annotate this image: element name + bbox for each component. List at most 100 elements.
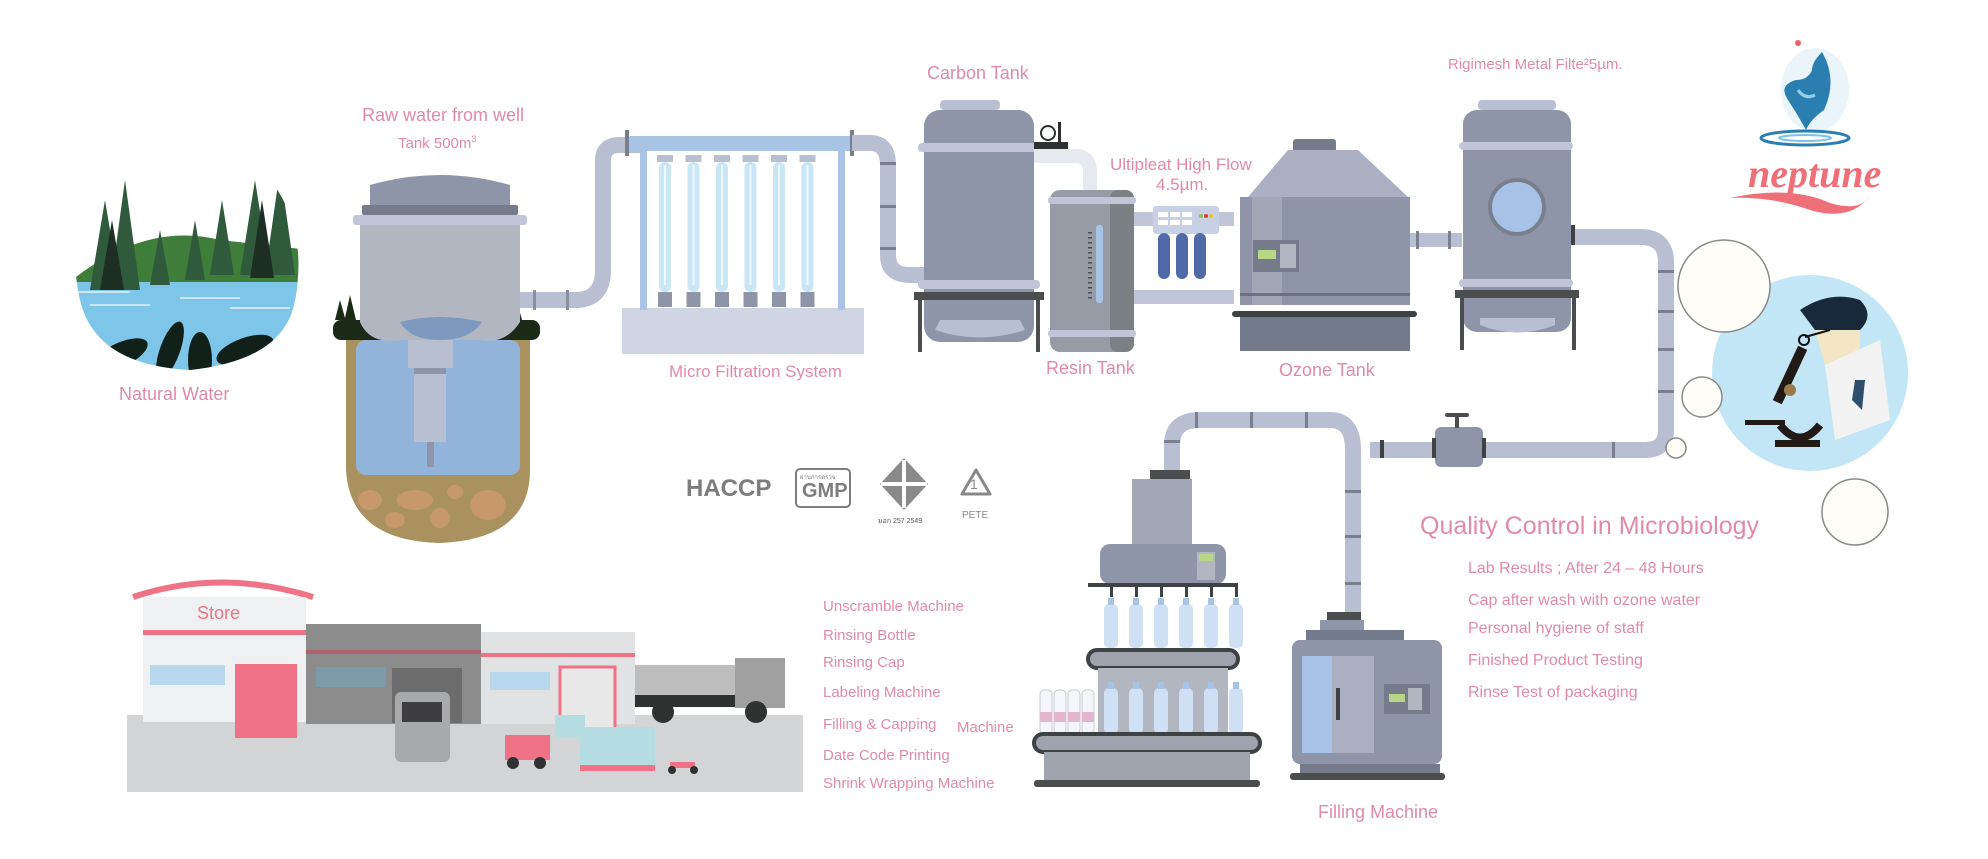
microbiology-lab-illustration — [1708, 271, 1912, 475]
gauge-tick — [1088, 267, 1092, 269]
bottle-neck — [1158, 682, 1164, 689]
pipe-microfilter-to-carbon — [852, 135, 925, 283]
gauge-tick — [1088, 292, 1092, 294]
bottle — [1229, 688, 1243, 734]
filter-tube-base — [715, 292, 729, 307]
gmp-caption: ผ่านการตรวจ — [800, 475, 836, 481]
qc-item-rinse-test: Rinse Test of packaging — [1468, 684, 1638, 701]
gauge-tick — [1088, 257, 1092, 259]
filling-machine — [1290, 612, 1445, 780]
gmp-text: GMP — [802, 480, 848, 502]
bottle-neck — [1133, 598, 1139, 605]
store-label: Store — [197, 603, 241, 623]
gauge-tick — [1088, 272, 1092, 274]
rigimesh-label: Rigimesh Metal Filte²5µm. — [1448, 56, 1623, 73]
ultipleat-label-line2: 4.5µm. — [1156, 175, 1209, 194]
step-rinsing-bottle: Rinsing Bottle — [823, 627, 916, 644]
qc-item-hygiene: Personal hygiene of staff — [1468, 620, 1644, 637]
bottle-neck — [1233, 682, 1239, 689]
ultipleat-high-flow-filter — [1134, 206, 1234, 304]
filter-tube-cap — [714, 155, 730, 162]
ozone-tank — [1232, 139, 1417, 351]
bottle — [1229, 604, 1243, 648]
bottle — [1204, 604, 1218, 648]
pipe-tank-to-microfilter — [574, 137, 640, 308]
haccp-text-logo: HACCP — [686, 475, 772, 502]
gauge-tick — [1088, 252, 1092, 254]
bottle-label — [1040, 712, 1052, 722]
tisi-mark — [880, 458, 928, 510]
gauge-tick — [1088, 237, 1092, 239]
tank-capacity-superscript: 3 — [471, 134, 477, 144]
gauge-tick — [1088, 297, 1092, 299]
step-labeling: Labeling Machine — [823, 684, 941, 701]
gauge-tick — [1088, 242, 1092, 244]
bottle — [1129, 604, 1143, 648]
ozone-tank-label: Ozone Tank — [1279, 360, 1375, 380]
gmp-badge — [795, 468, 851, 508]
resin-tank — [1048, 190, 1136, 352]
bottle — [1104, 688, 1118, 734]
gauge-tick — [1088, 247, 1092, 249]
raw-water-label: Raw water from well — [362, 105, 525, 125]
bottle-neck — [1233, 598, 1239, 605]
gauge-tick — [1088, 262, 1092, 264]
filler-nozzle — [1160, 587, 1163, 597]
filter-tube-base — [743, 292, 758, 307]
bottle-label — [1068, 712, 1080, 722]
bottle-neck — [1108, 682, 1114, 689]
bottle — [1154, 604, 1168, 648]
bottle-label — [1082, 712, 1094, 722]
store-warehouse-illustration — [127, 579, 803, 792]
tisi-caption: มอก 257 2549 — [878, 518, 923, 525]
bottle — [1204, 688, 1218, 734]
step-unscramble: Unscramble Machine — [823, 598, 964, 615]
gauge-tick — [1088, 287, 1092, 289]
pete-label: PETE — [962, 510, 989, 521]
filter-tube-cap — [771, 155, 787, 162]
filter-tube-highlight — [749, 165, 752, 285]
filter-tube-highlight — [778, 165, 780, 285]
tank-capacity-text: Tank 500m — [398, 135, 472, 152]
bottle-neck — [1108, 598, 1114, 605]
quality-control-title: Quality Control in Microbiology — [1420, 512, 1760, 540]
filter-tube-highlight — [806, 165, 809, 285]
rigimesh-metal-filter-tank — [1455, 100, 1579, 350]
filter-tube-cap — [685, 155, 702, 162]
gauge-tick — [1088, 232, 1092, 234]
qc-item-finished-product: Finished Product Testing — [1468, 652, 1643, 669]
filter-tube-base — [800, 292, 815, 307]
pipe-ozone-to-rigimesh — [1410, 231, 1462, 249]
natural-water-label: Natural Water — [119, 384, 230, 404]
bottle — [1179, 688, 1193, 734]
carbon-tank-label: Carbon Tank — [927, 63, 1029, 83]
micro-filtration-label: Micro Filtration System — [669, 362, 842, 381]
bottle-neck — [1158, 598, 1164, 605]
bottling-line-machine — [1032, 470, 1262, 787]
filter-tube-base — [658, 292, 672, 307]
filter-tube-cap — [742, 155, 759, 162]
bottle — [1104, 604, 1118, 648]
step-filling-capping: Filling & Capping — [823, 716, 937, 733]
step-date-code: Date Code Printing — [823, 747, 950, 764]
filter-tube-base — [772, 292, 786, 307]
bottle-neck — [1133, 682, 1139, 689]
filler-nozzle — [1235, 587, 1238, 597]
recycle-pete-icon — [960, 468, 992, 496]
qc-item-lab-results: Lab Results ; After 24 – 48 Hours — [1468, 560, 1704, 577]
filler-nozzle — [1135, 587, 1138, 597]
filter-tube-cap — [799, 155, 816, 162]
bottle-label — [1054, 712, 1066, 722]
raw-water-well-tank — [333, 175, 580, 543]
pete-number: 1 — [970, 476, 978, 492]
brand-name: neptune — [1748, 151, 1882, 196]
bottle — [1179, 604, 1193, 648]
carbon-tank — [914, 100, 1097, 352]
valve-icon — [1380, 413, 1486, 467]
filling-machine-label: Filling Machine — [1318, 802, 1439, 822]
bottle-neck — [1183, 598, 1189, 605]
filter-tube-highlight — [692, 165, 695, 285]
qc-item-cap-wash: Cap after wash with ozone water — [1468, 592, 1701, 609]
bottle-neck — [1183, 682, 1189, 689]
resin-tank-label: Resin Tank — [1046, 358, 1135, 378]
